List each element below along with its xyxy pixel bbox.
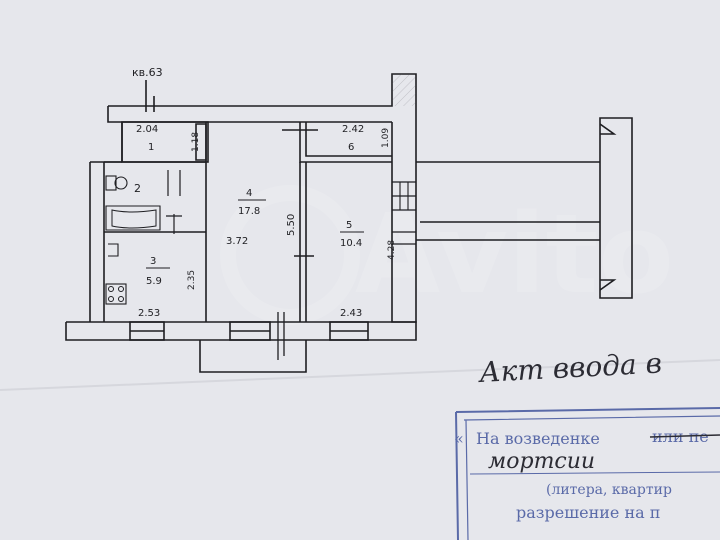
- room-5-number: 5: [346, 220, 352, 231]
- apartment-label: кв.63: [132, 66, 163, 79]
- room-1-area: 2.04: [136, 124, 158, 135]
- room-4-number: 4: [246, 188, 252, 199]
- handwritten-stamp-entry: мортсии: [488, 449, 595, 474]
- avito-watermark: Avito: [220, 185, 674, 325]
- room-5-area: 10.4: [340, 238, 362, 249]
- dim-2-43: 2.43: [340, 308, 362, 319]
- dim-5-50: 5.50: [286, 214, 297, 236]
- stamp-line-3: (литера, квартир: [546, 482, 672, 498]
- toilet-icon: [114, 176, 128, 190]
- room-1-number: 1: [148, 142, 154, 153]
- dim-3-72: 3.72: [226, 236, 248, 247]
- room-3-area: 5.9: [146, 276, 162, 287]
- outer-wall-top-inner: [107, 106, 392, 123]
- plan-labels: кв.63 2.04 1 1.18 2 3 5.9 2.35 4 17.8 3.…: [132, 66, 397, 319]
- room-4-area: 17.8: [238, 206, 260, 217]
- dim-1-09: 1.09: [381, 128, 391, 148]
- svg-text:Avito: Avito: [355, 190, 674, 318]
- balcony: [199, 340, 307, 373]
- stamp-block: « На возведенке или пе мортсии (литера, …: [454, 407, 720, 540]
- room-6-area: 2.42: [342, 124, 364, 135]
- bathtub-icon: [105, 205, 161, 231]
- toilet-tank: [105, 175, 117, 191]
- stairwell: [599, 117, 633, 299]
- room-6-number: 6: [348, 142, 354, 153]
- corridor: [416, 161, 600, 241]
- floor-plan: [65, 73, 633, 373]
- paper-fold: [0, 359, 720, 391]
- room-3-number: 3: [150, 256, 156, 267]
- dim-2-35: 2.35: [187, 270, 197, 290]
- dim-2-53: 2.53: [138, 308, 160, 319]
- dim-4-28: 4.28: [387, 240, 397, 260]
- stamp-line-4: разрешение на п: [516, 503, 660, 522]
- stamp-line-1: На возведенке: [476, 429, 600, 448]
- stamp-quote: «: [454, 429, 464, 448]
- stove-icon: [105, 283, 127, 305]
- dim-1-18: 1.18: [191, 132, 201, 152]
- sink-icon: [108, 243, 119, 257]
- room-2-number: 2: [134, 182, 141, 195]
